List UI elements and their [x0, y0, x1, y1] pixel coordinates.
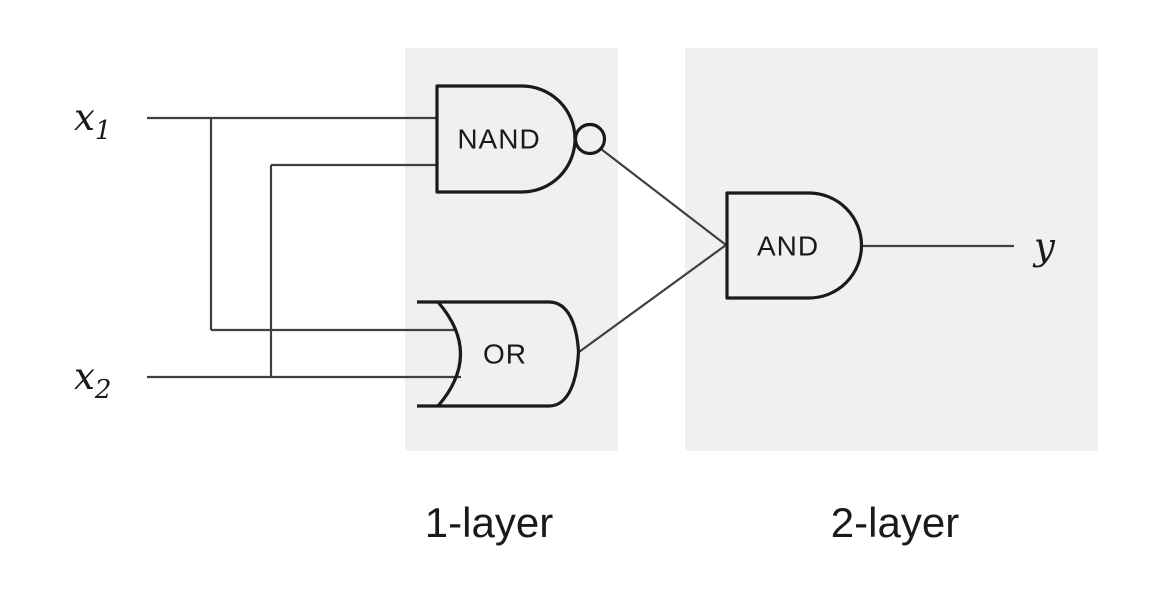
io-labels: x1 x2 y — [74, 96, 1056, 405]
or-gate-label: OR — [483, 338, 527, 369]
output-y-label: y — [1032, 225, 1056, 268]
wires — [147, 116, 1014, 379]
layer2-panel — [685, 48, 1098, 451]
wire-or-to-and — [578, 244, 727, 353]
layer-captions: 1-layer 2-layer — [425, 499, 959, 546]
layer-panels — [405, 48, 1098, 451]
nand-gate-label: NAND — [457, 123, 540, 154]
and-gate: AND — [725, 191, 864, 300]
nand-inverter-bubble-icon — [573, 122, 607, 156]
or-gate-back-arc — [436, 300, 463, 408]
layer2-caption: 2-layer — [831, 499, 959, 546]
or-gate: OR — [417, 300, 581, 408]
or-gate-body — [417, 300, 581, 408]
wire-nand-to-and — [600, 148, 727, 246]
input-x2-label: x2 — [74, 355, 111, 405]
layer1-panel — [405, 48, 618, 451]
and-gate-label: AND — [757, 230, 819, 261]
nand-gate: NAND — [435, 84, 607, 194]
layer1-caption: 1-layer — [425, 499, 553, 546]
input-x1-label: x1 — [74, 96, 111, 146]
and-gate-body — [725, 191, 864, 300]
